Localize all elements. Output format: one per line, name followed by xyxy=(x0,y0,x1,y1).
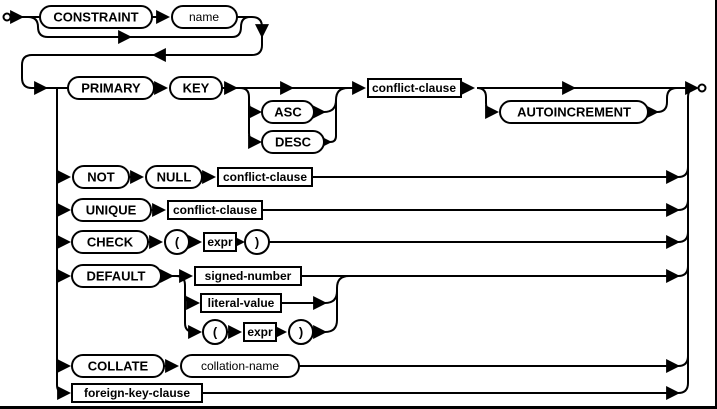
rail-loopback xyxy=(21,54,154,95)
rail-bypass xyxy=(27,16,133,44)
rail-split xyxy=(175,275,203,339)
terminal-rparen-check-label: ) xyxy=(255,235,259,250)
nonterminal-name: name xyxy=(171,5,238,29)
terminal-rparen-default-label: ) xyxy=(299,325,303,340)
nonterminal-literal-value[interactable]: literal-value xyxy=(200,293,282,313)
terminal-primary-label: PRIMARY xyxy=(81,81,141,96)
terminal-rparen-default: ) xyxy=(288,319,314,345)
rail-merge xyxy=(677,265,689,277)
nonterminal-signed-number-label[interactable]: signed-number xyxy=(205,269,292,283)
nonterminal-expr-check-label[interactable]: expr xyxy=(207,235,233,249)
rail-branch xyxy=(56,267,72,283)
rail-split xyxy=(184,293,201,310)
terminal-null: NULL xyxy=(145,165,203,189)
rail-merge xyxy=(677,166,689,178)
rail-merge xyxy=(324,290,338,304)
nonterminal-conflict-clause-unique[interactable]: conflict-clause xyxy=(167,200,263,220)
terminal-null-label: NULL xyxy=(157,170,192,185)
rail-split xyxy=(239,87,263,149)
terminal-unique: UNIQUE xyxy=(71,198,152,222)
rail-split xyxy=(476,87,500,119)
terminal-desc-label: DESC xyxy=(275,135,312,150)
terminal-key: KEY xyxy=(169,76,223,100)
terminal-default-label: DEFAULT xyxy=(87,269,146,284)
terminal-lparen-default: ( xyxy=(202,319,228,345)
nonterminal-foreign-key-clause-label[interactable]: foreign-key-clause xyxy=(84,386,190,400)
terminal-constraint-label: CONSTRAINT xyxy=(53,10,138,25)
rail-branch xyxy=(56,357,72,373)
rail-branch-vertical xyxy=(56,88,72,400)
nonterminal-expr-default[interactable]: expr xyxy=(243,322,277,342)
rail-bypass xyxy=(130,16,251,38)
terminal-collate: COLLATE xyxy=(71,354,165,378)
rail-branch xyxy=(56,233,72,249)
rail-merge xyxy=(329,100,337,143)
terminal-collate-label: COLLATE xyxy=(88,359,149,374)
nonterminal-literal-value-label[interactable]: literal-value xyxy=(208,296,275,310)
terminal-desc: DESC xyxy=(261,130,325,154)
nonterminal-conflict-clause-pk-label[interactable]: conflict-clause xyxy=(372,81,456,95)
rail-loopback xyxy=(151,34,263,62)
rail-merge xyxy=(677,355,689,367)
nonterminal-expr-check[interactable]: expr xyxy=(203,232,237,252)
terminal-rparen-check: ) xyxy=(244,229,270,255)
rail-collector xyxy=(687,87,698,383)
terminal-lparen-check-label: ( xyxy=(175,235,180,250)
rail-lines xyxy=(10,10,700,400)
terminal-unique-label: UNIQUE xyxy=(86,203,137,218)
start-terminal-icon xyxy=(2,12,12,22)
nonterminal-conflict-clause-notnull[interactable]: conflict-clause xyxy=(217,167,313,187)
terminal-default: DEFAULT xyxy=(71,264,162,288)
terminal-primary: PRIMARY xyxy=(67,76,155,100)
rail-merge xyxy=(335,87,349,101)
rail-branch xyxy=(56,168,72,184)
terminal-autoincrement: AUTOINCREMENT xyxy=(499,100,649,124)
nonterminal-collation-name: collation-name xyxy=(180,354,300,378)
rail-merge xyxy=(323,99,337,113)
nonterminal-collation-name-label: collation-name xyxy=(201,359,279,373)
nonterminal-signed-number[interactable]: signed-number xyxy=(194,266,302,286)
terminal-lparen-check: ( xyxy=(164,229,190,255)
rail-merge xyxy=(656,87,678,113)
rail-merge xyxy=(677,231,689,243)
nonterminal-expr-default-label[interactable]: expr xyxy=(247,325,273,339)
terminal-constraint: CONSTRAINT xyxy=(39,5,153,29)
nonterminal-name-label: name xyxy=(189,10,219,24)
terminal-lparen-default-label: ( xyxy=(213,325,218,340)
nonterminal-conflict-clause-notnull-label[interactable]: conflict-clause xyxy=(223,170,307,184)
terminal-key-label: KEY xyxy=(183,81,210,96)
rail-merge xyxy=(336,275,350,320)
rail-down xyxy=(237,16,269,39)
end-terminal-icon xyxy=(697,83,707,93)
rail-split xyxy=(248,102,263,119)
terminal-autoincrement-label: AUTOINCREMENT xyxy=(517,105,631,120)
nonterminal-conflict-clause-unique-label[interactable]: conflict-clause xyxy=(173,203,257,217)
terminal-check: CHECK xyxy=(71,230,149,254)
terminal-asc-label: ASC xyxy=(274,105,302,120)
terminal-check-label: CHECK xyxy=(87,235,134,250)
rail-branch xyxy=(56,201,72,217)
terminal-not: NOT xyxy=(72,165,130,189)
rail-merge xyxy=(324,319,338,333)
nonterminal-foreign-key-clause[interactable]: foreign-key-clause xyxy=(71,383,203,403)
terminal-asc: ASC xyxy=(261,100,315,124)
rail-merge xyxy=(677,382,689,394)
terminal-not-label: NOT xyxy=(87,170,115,185)
rail-merge xyxy=(677,199,689,211)
nonterminal-conflict-clause-pk[interactable]: conflict-clause xyxy=(367,78,462,98)
